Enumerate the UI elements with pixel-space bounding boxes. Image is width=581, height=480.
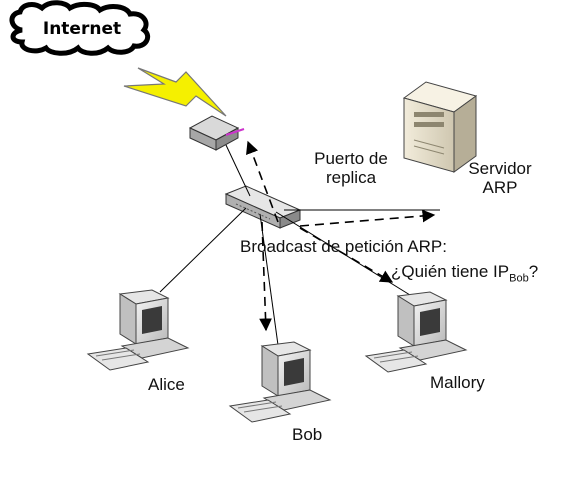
broadcast-label-line1: Broadcast de petición ARP:	[240, 237, 447, 256]
mallory-label: Mallory	[430, 373, 485, 392]
arp-server-icon	[402, 81, 478, 173]
server-label: Servidor ARP	[450, 159, 550, 197]
broadcast-question-prefix: ¿Quién tiene IP	[391, 262, 510, 281]
broadcast-question-subscript: Bob	[509, 272, 529, 285]
mallory-computer-icon	[364, 291, 468, 373]
server-label-line1: Servidor	[468, 159, 532, 178]
mirror-port-label-line1: Puerto de	[314, 149, 388, 168]
arp-request-arrows	[246, 140, 436, 332]
alice-computer-icon	[86, 289, 190, 371]
server-label-line2: ARP	[482, 177, 518, 197]
mirror-port-label-line2: replica	[325, 167, 377, 187]
internet-label: Internet	[42, 19, 122, 39]
internet-cloud-icon	[9, 0, 151, 56]
mirror-port-label: Puerto de replica	[296, 149, 406, 187]
alice-label: Alice	[148, 375, 185, 394]
switch-icon	[224, 185, 302, 229]
router-icon	[188, 115, 245, 151]
bob-label: Bob	[292, 425, 323, 444]
bob-computer-icon	[228, 341, 332, 423]
broadcast-question-suffix: ?	[528, 262, 539, 281]
lightning-bolt-icon	[123, 67, 227, 117]
broadcast-label-line2: ¿Quién tiene IPBob?	[391, 262, 539, 285]
